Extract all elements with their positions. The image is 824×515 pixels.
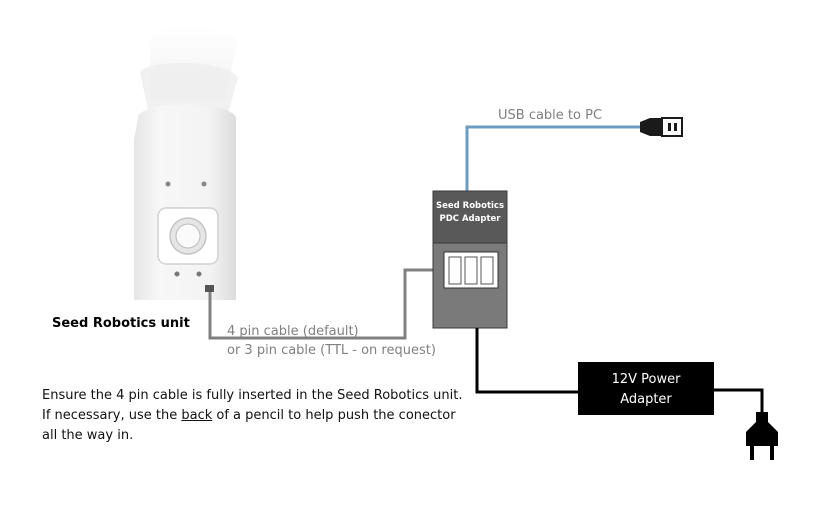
- note-line2: If necessary, use the back of a pencil t…: [42, 406, 462, 426]
- usb-cable: [465, 125, 640, 191]
- usb-plug-icon: [640, 117, 683, 137]
- cable-label-line1: 4 pin cable (default): [227, 324, 359, 339]
- usb-cable-label: USB cable to PC: [498, 108, 603, 123]
- power-cable-adapter: [475, 328, 578, 394]
- signal-cable: [208, 268, 446, 340]
- pdc-adapter: [432, 190, 508, 329]
- note-line3: all the way in.: [42, 428, 134, 443]
- unit-label: Seed Robotics unit: [52, 316, 190, 331]
- seed-robotics-unit-illustration: [134, 25, 238, 300]
- power-label-line2: Adapter: [620, 392, 672, 407]
- cable-label: 4 pin cable (default) or 3 pin cable (TT…: [227, 322, 436, 360]
- power-cable-plug: [714, 388, 764, 412]
- adapter-title-line2: PDC Adapter: [439, 214, 501, 224]
- mains-plug-icon: [746, 412, 778, 460]
- power-label-line1: 12V Power: [611, 372, 681, 387]
- power-adapter-label: 12V Power Adapter: [578, 370, 714, 410]
- note-line2-after: of a pencil to help push the conector: [212, 408, 456, 423]
- adapter-title: Seed Robotics PDC Adapter: [433, 200, 507, 226]
- adapter-title-line1: Seed Robotics: [435, 201, 505, 211]
- note-line1: Ensure the 4 pin cable is fully inserted…: [42, 388, 463, 403]
- instruction-note: Ensure the 4 pin cable is fully inserted…: [42, 386, 462, 446]
- note-line2-before: If necessary, use the: [42, 408, 182, 423]
- power-adapter-box: [578, 362, 714, 415]
- note-underlined-word: back: [181, 408, 213, 423]
- cable-label-line2: or 3 pin cable (TTL - on request): [227, 343, 436, 358]
